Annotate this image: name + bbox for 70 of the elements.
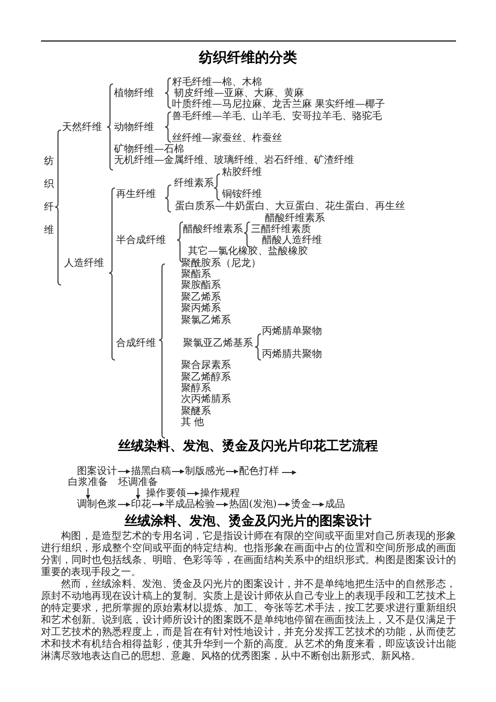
category-label: 聚醚系	[181, 406, 211, 416]
category-label: 醋酸纤维素系	[183, 224, 243, 234]
category-label: 次丙烯腈系	[181, 394, 231, 404]
arrow	[282, 470, 296, 475]
category-label: 聚乙烯醇系	[181, 372, 231, 382]
arrow	[186, 491, 200, 496]
vertical-label: 纺织纤维	[44, 154, 54, 238]
arrow	[136, 488, 140, 500]
process-step: 印花	[131, 499, 151, 510]
arrow	[86, 488, 90, 500]
process-step: 热固(发泡)	[229, 499, 277, 510]
arrow	[226, 469, 238, 474]
arrow	[152, 502, 164, 507]
category-label: 无机纤维—金属纤维、玻璃纤维、岩石纤维、矿渣纤维	[114, 154, 354, 166]
category-label: 叶质纤维—马尼拉麻、龙舌兰麻 果实纤维—椰子	[172, 98, 386, 110]
category-label: 纤维素系	[174, 178, 214, 188]
process-step: 烫金	[290, 499, 311, 510]
process-step: 操作要领	[146, 488, 186, 499]
process-step: 调制色浆	[77, 499, 117, 510]
category-label: 半合成纤维	[116, 234, 166, 246]
category-label: 再生纤维	[116, 188, 156, 200]
category-label: 丙烯腈共聚物	[262, 348, 322, 360]
process-step: 坯调准备	[118, 477, 158, 488]
category-label: 其 他	[181, 416, 204, 428]
process-step: 描黑白稿	[131, 466, 171, 477]
arrow	[118, 469, 130, 474]
category-label: 植物纤维	[114, 88, 154, 98]
process-step: 白浆准备	[68, 477, 108, 488]
category-label: 丝纤维—家蚕丝、柞蚕丝	[172, 132, 282, 144]
category-label: 聚酰胺系（尼龙）	[181, 258, 261, 268]
process-step: 半成品检验	[165, 499, 215, 510]
category-label: 铜铵纤维	[222, 188, 262, 200]
category-label: 丙烯腈单聚物	[262, 326, 322, 336]
arrow	[277, 502, 290, 507]
category-label: 聚乙烯系	[181, 292, 221, 302]
section-heading: 丝绒涂料、发泡、烫金及闪光片的图案设计	[124, 512, 372, 530]
category-label: 人造纤维	[64, 258, 104, 268]
category-label: 聚合尿素系	[181, 360, 231, 370]
category-label: 韧皮纤维—亚麻、大麻、黄麻	[174, 88, 304, 98]
paragraph: 然而，丝绒涂料、发泡、烫金及闪光片的图案设计，并不是单纯地把生活中的自然形态，原封不动地再现在设计稿上的复制。实质上是设计师依从自己专业上的表现手段和工艺技术上的特定要求，把所掌握的原始素材以提炼、加工、夸张等艺术手法，按工艺要求进行重新组织和艺术创新。说到底，设计师所设计的图案既不是单纯地停留在画面技法上，又不是仅满足于对工艺技术的熟悉程度上，而是旨在有针对性地设计，并充分发挥工艺技术的功能，从而使艺术和技术有机结合相得益彰，使其升华到一个新的高度。从艺术的角度来看，即应该设计出能淋漓尽致地表达自己的思想、意趣、风格的优秀图案，从中不断创出新形式、新风格。	[41, 579, 456, 663]
category-label: 聚醇系	[181, 382, 211, 394]
category-label: 籽毛纤维—棉、木棉	[172, 76, 262, 88]
category-label: 矿物纤维—石棉	[114, 144, 184, 154]
arrow	[118, 502, 130, 507]
category-label: 聚酯系	[181, 268, 211, 280]
title: 纺织纤维的分类	[199, 49, 297, 67]
category-label: 醋酸人造纤维	[262, 234, 322, 246]
category-label: 粘胶纤维	[222, 166, 262, 178]
category-label: 聚胺酯系	[181, 280, 221, 290]
arrow	[216, 502, 228, 507]
paragraph: 构图，是造型艺术的专用名词，它是指设计师在有限的空间或平面里对自己所表现的形象进行组织，形成整个空间或平面的特定结构。也指形象在画面中占的位置和空间所形成的画面分割，同时也包括线条、明暗、色彩等等，在画面结构关系中的组织形式。构图是图案设计的重要的表现手段之一。	[41, 531, 456, 578]
process-step: 操作规程	[200, 488, 240, 499]
category-label: 聚氯亚乙烯基系	[183, 338, 253, 348]
category-label: 醋酸纤维素系	[265, 212, 325, 224]
category-label: 聚氯乙烯系	[181, 314, 231, 326]
category-label: 动物纤维	[114, 122, 154, 132]
arrow	[311, 502, 324, 507]
process-step: 配色打样	[239, 466, 279, 477]
process-step: 制版感光	[185, 466, 225, 477]
category-label: 聚丙烯系	[181, 302, 221, 314]
category-label: 兽毛纤维—羊毛、山羊毛、安哥拉羊毛、骆驼毛	[172, 110, 382, 122]
category-label: 其它—氯化橡胶、盐酸橡胶	[188, 246, 308, 256]
category-label: 蛋白质系—牛奶蛋白、大豆蛋白、花生蛋白、再生丝	[175, 200, 405, 212]
arrow	[172, 469, 184, 474]
category-label: 天然纤维	[62, 122, 102, 132]
section-heading: 丝绒染料、发泡、烫金及闪光片印花工艺流程	[118, 438, 378, 455]
process-step: 成品	[324, 499, 345, 510]
category-label: 三醋纤维素质	[251, 224, 311, 234]
category-label: 合成纤维	[116, 338, 156, 348]
process-step: 图案设计	[77, 466, 117, 477]
